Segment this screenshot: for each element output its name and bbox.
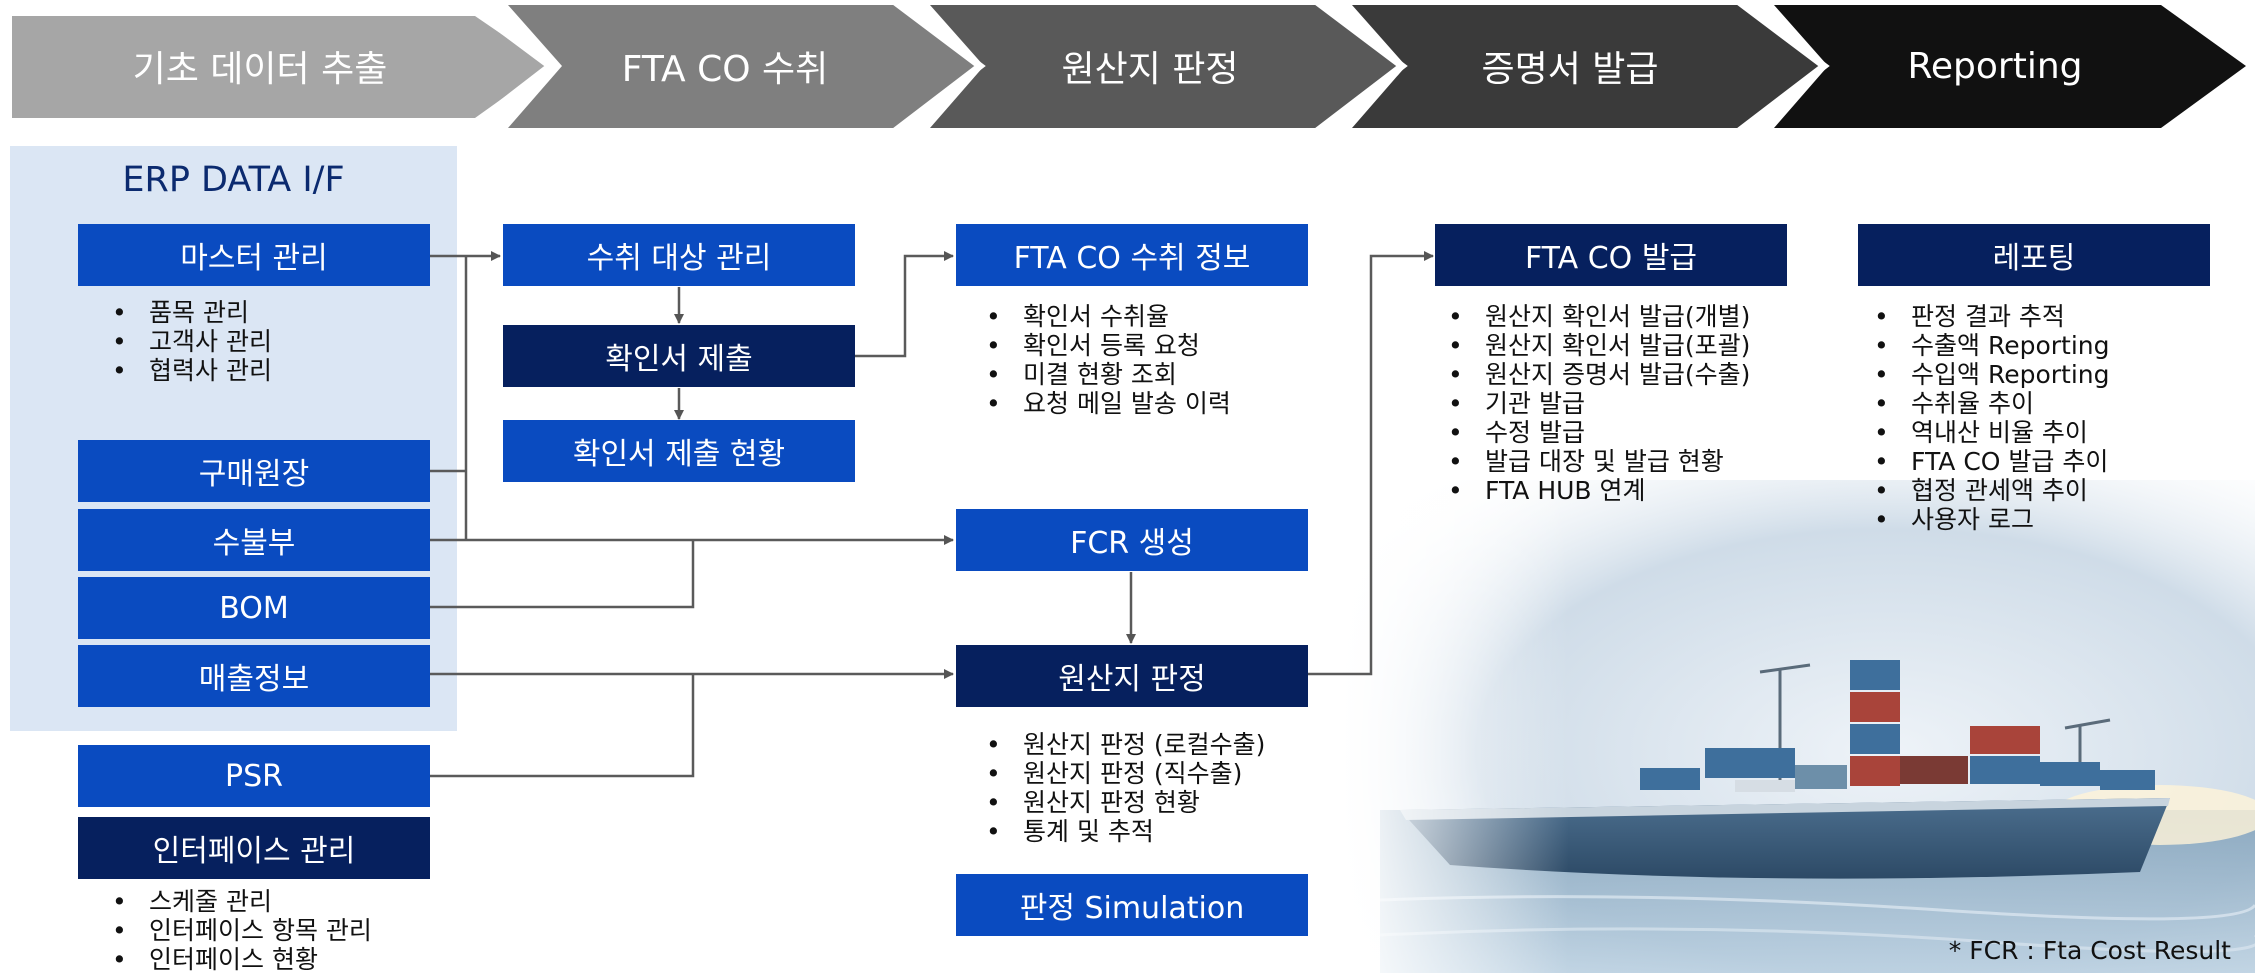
submission-status-box[interactable]: 확인서 제출 현황: [503, 420, 855, 482]
list-item: 원산지 확인서 발급(개별): [1448, 302, 1750, 331]
list-item: 협력사 관리: [112, 356, 272, 385]
fta-co-info-box[interactable]: FTA CO 수취 정보: [956, 224, 1308, 286]
chevron-step-5: [1774, 5, 2246, 128]
list-item: 통계 및 추적: [986, 817, 1265, 846]
origin-decision-list: 원산지 판정 (로컬수출) 원산지 판정 (직수출) 원산지 판정 현황 통계 …: [986, 730, 1265, 846]
footnote: * FCR : Fta Cost Result: [1948, 936, 2231, 965]
list-item: FTA HUB 연계: [1448, 476, 1750, 505]
reporting-list: 판정 결과 추적 수출액 Reporting 수입액 Reporting 수취율…: [1874, 302, 2109, 534]
chevron-step-4: [1352, 5, 1824, 128]
purchase-ledger-box[interactable]: 구매원장: [78, 440, 430, 502]
reporting-box[interactable]: 레포팅: [1858, 224, 2210, 286]
list-item: 사용자 로그: [1874, 505, 2109, 534]
list-item: 원산지 확인서 발급(포괄): [1448, 331, 1750, 360]
erp-panel-title: ERP DATA I/F: [122, 160, 345, 200]
chevron-step-3: [930, 5, 1402, 128]
origin-decision-box[interactable]: 원산지 판정: [956, 645, 1308, 707]
list-item: 품목 관리: [112, 298, 272, 327]
list-item: 협정 관세액 추이: [1874, 476, 2109, 505]
psr-box[interactable]: PSR: [78, 745, 430, 807]
list-item: 역내산 비율 추이: [1874, 418, 2109, 447]
list-item: 수정 발급: [1448, 418, 1750, 447]
bom-box[interactable]: BOM: [78, 577, 430, 639]
list-item: FTA CO 발급 추이: [1874, 447, 2109, 476]
list-item: 발급 대장 및 발급 현황: [1448, 447, 1750, 476]
chevron-step-1: [12, 16, 548, 118]
master-mgmt-list: 품목 관리 고객사 관리 협력사 관리: [112, 298, 272, 385]
submission-box[interactable]: 확인서 제출: [503, 325, 855, 387]
arrow-submission-to-info: [853, 251, 954, 358]
list-item: 요청 메일 발송 이력: [986, 389, 1231, 418]
interface-mgmt-list: 스케줄 관리 인터페이스 항목 관리 인터페이스 현황: [112, 887, 372, 974]
list-item: 고객사 관리: [112, 327, 272, 356]
process-chevron-bar: [12, 0, 2246, 134]
receipt-target-box[interactable]: 수취 대상 관리: [503, 224, 855, 286]
list-item: 확인서 등록 요청: [986, 331, 1231, 360]
step-label-3: 원산지 판정: [1061, 49, 1239, 90]
list-item: 원산지 판정 (로컬수출): [986, 730, 1265, 759]
master-mgmt-box[interactable]: 마스터 관리: [78, 224, 430, 286]
list-item: 확인서 수취율: [986, 302, 1231, 331]
list-item: 원산지 판정 현황: [986, 788, 1265, 817]
step-label-2: FTA CO 수취: [621, 49, 829, 90]
simulation-box[interactable]: 판정 Simulation: [956, 874, 1308, 936]
arrow-origin-to-issue: [1307, 251, 1434, 676]
list-item: 원산지 판정 (직수출): [986, 759, 1265, 788]
fta-co-issue-list: 원산지 확인서 발급(개별) 원산지 확인서 발급(포괄) 원산지 증명서 발급…: [1448, 302, 1750, 505]
list-item: 수입액 Reporting: [1874, 360, 2109, 389]
list-item: 인터페이스 항목 관리: [112, 916, 372, 945]
list-item: 인터페이스 현황: [112, 945, 372, 974]
fta-co-issue-box[interactable]: FTA CO 발급: [1435, 224, 1787, 286]
list-item: 수취율 추이: [1874, 389, 2109, 418]
list-item: 판정 결과 추적: [1874, 302, 2109, 331]
step-label-4: 증명서 발급: [1481, 49, 1659, 90]
list-item: 기관 발급: [1448, 389, 1750, 418]
cargo-ship-illustration: [1340, 480, 2255, 973]
step-label-1: 기초 데이터 추출: [132, 49, 388, 90]
list-item: 원산지 증명서 발급(수출): [1448, 360, 1750, 389]
list-item: 스케줄 관리: [112, 887, 372, 916]
step-label-5: Reporting: [1907, 45, 2083, 87]
chevron-step-2: [508, 5, 980, 128]
list-item: 수출액 Reporting: [1874, 331, 2109, 360]
interface-mgmt-box[interactable]: 인터페이스 관리: [78, 817, 430, 879]
fta-co-info-list: 확인서 수취율 확인서 등록 요청 미결 현황 조회 요청 메일 발송 이력: [986, 302, 1231, 418]
list-item: 미결 현황 조회: [986, 360, 1231, 389]
sales-info-box[interactable]: 매출정보: [78, 645, 430, 707]
inout-ledger-box[interactable]: 수불부: [78, 509, 430, 571]
fcr-box[interactable]: FCR 생성: [956, 509, 1308, 571]
